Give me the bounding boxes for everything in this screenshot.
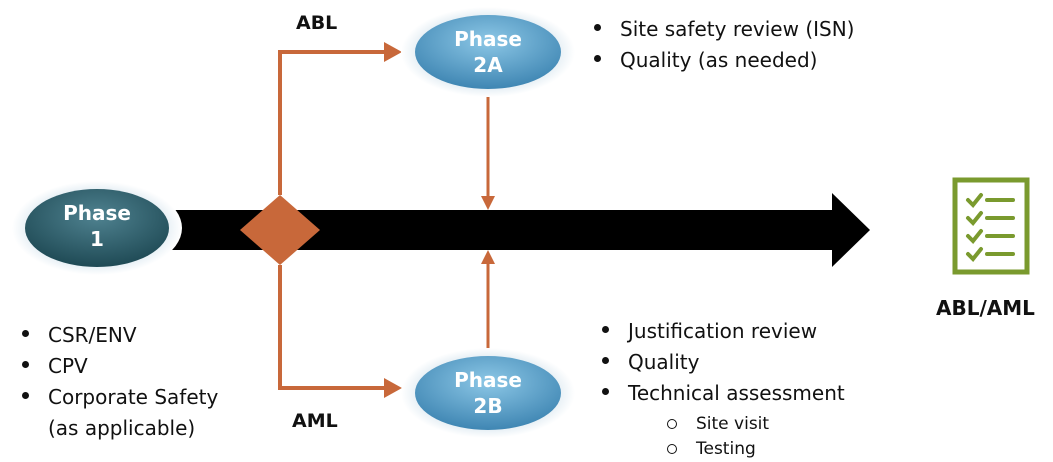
abl-arrowhead [384,42,402,62]
phase1-list-continuation: (as applicable) [48,416,196,440]
list-item: CSR/ENV [18,320,218,351]
abl-branch-label: ABL [296,12,338,34]
checklist-icon [952,177,1030,275]
phase2b-label: Phase 2B [438,367,538,419]
phase2a-connector-arrowhead [481,196,495,210]
list-item: Corporate Safety [18,382,218,413]
phase2b-connector-arrowhead [481,250,495,264]
outcome-label: ABL/AML [936,296,1035,320]
list-item: Quality (as needed) [590,45,854,76]
list-item: Testing [664,437,769,462]
phase2b-list: Justification review Quality Technical a… [598,316,845,409]
phase2a-label: Phase 2A [438,26,538,78]
phase1-label: Phase 1 [47,200,147,252]
phase1-list: CSR/ENV CPV Corporate Safety [18,320,218,413]
decision-diamond [240,195,320,265]
phase2b-sublist: Site visit Testing [664,412,769,462]
list-item: Justification review [598,316,845,347]
list-item: CPV [18,351,218,382]
list-item: Site visit [664,412,769,437]
list-item: Technical assessment [598,378,845,409]
phase2a-label-line2: 2A [473,53,503,77]
list-item: Site safety review (ISN) [590,14,854,45]
phase2b-label-line2: 2B [473,394,503,418]
aml-branch-arrow [278,265,385,390]
phase2a-label-line1: Phase [454,27,522,51]
phase1-node [12,181,182,275]
phase1-label-line2: 1 [90,227,104,251]
phase1-label-line1: Phase [63,201,131,225]
aml-arrowhead [384,378,402,398]
phase2a-list: Site safety review (ISN) Quality (as nee… [590,14,854,76]
list-item: Quality [598,347,845,378]
aml-branch-label: AML [292,410,338,432]
phase2b-node [401,348,575,438]
abl-branch-arrow [278,50,385,195]
phase2a-node [401,7,575,97]
phase2b-label-line1: Phase [454,368,522,392]
